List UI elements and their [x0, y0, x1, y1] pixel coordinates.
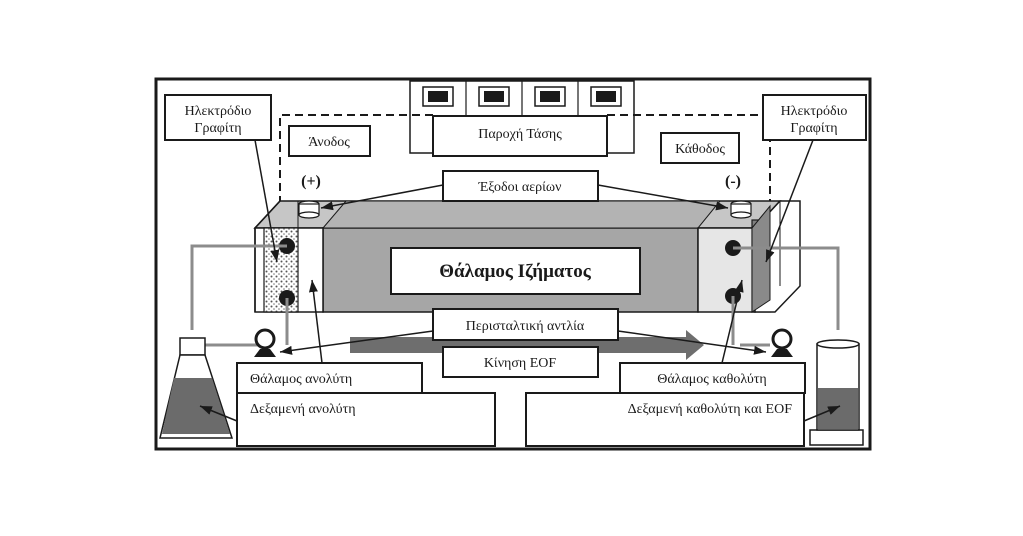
label-eof-motion: Κίνηση EOF: [442, 346, 599, 378]
label-anolyte-chamber-text: Θάλαμος ανολύτη: [250, 372, 352, 387]
label-anolyte-tank-text: Δεξαμενή ανολύτη: [250, 402, 356, 417]
label-electrode-right-line2: Γραφίτη: [790, 121, 837, 136]
label-power-supply-text: Παροχή Τάσης: [478, 127, 562, 142]
label-eof-motion-text: Κίνηση EOF: [484, 356, 557, 371]
label-anolyte-tank: Δεξαμενή ανολύτη: [236, 392, 496, 447]
label-peristaltic-pump: Περισταλτική αντλία: [432, 308, 619, 341]
label-catholyte-chamber: Θάλαμος καθολύτη: [619, 362, 806, 394]
label-electrode-left-line1: Ηλεκτρόδιο: [185, 104, 252, 119]
plus-terminal-label: (+): [301, 173, 321, 190]
label-catholyte-tank-text: Δεξαμενή καθολύτη και EOF: [628, 402, 793, 417]
label-sediment-chamber-text: Θάλαμος Ιζήματος: [439, 261, 591, 282]
label-gas-outlets-text: Έξοδοι αερίων: [478, 180, 562, 195]
label-electrode-left-line2: Γραφίτη: [194, 121, 241, 136]
catholyte-beaker-icon: [809, 339, 864, 446]
label-electrode-right: Ηλεκτρόδιο Γραφίτη: [762, 94, 867, 141]
label-power-supply: Παροχή Τάσης: [432, 115, 608, 157]
outer-frame: [154, 77, 872, 451]
label-catholyte-tank: Δεξαμενή καθολύτη και EOF: [525, 392, 805, 447]
callout-arrows: [199, 139, 841, 422]
label-anode-text: Άνοδος: [308, 135, 350, 150]
minus-terminal-label: (-): [725, 173, 741, 190]
label-anode: Άνοδος: [288, 125, 371, 157]
label-electrode-left: Ηλεκτρόδιο Γραφίτη: [164, 94, 272, 141]
label-cathode: Κάθοδος: [660, 132, 740, 164]
anolyte-flask-icon: [159, 337, 234, 439]
label-cathode-text: Κάθοδος: [675, 142, 725, 157]
label-catholyte-chamber-text: Θάλαμος καθολύτη: [657, 372, 767, 387]
pump-left-icon: [254, 328, 276, 357]
pump-right-icon: [771, 328, 793, 357]
label-electrode-right-line1: Ηλεκτρόδιο: [781, 104, 848, 119]
label-gas-outlets: Έξοδοι αερίων: [442, 170, 599, 202]
label-sediment-chamber: Θάλαμος Ιζήματος: [390, 247, 641, 295]
label-anolyte-chamber: Θάλαμος ανολύτη: [236, 362, 423, 394]
label-peristaltic-pump-text: Περισταλτική αντλία: [466, 319, 585, 334]
sediment-chamber-body: [253, 200, 801, 313]
